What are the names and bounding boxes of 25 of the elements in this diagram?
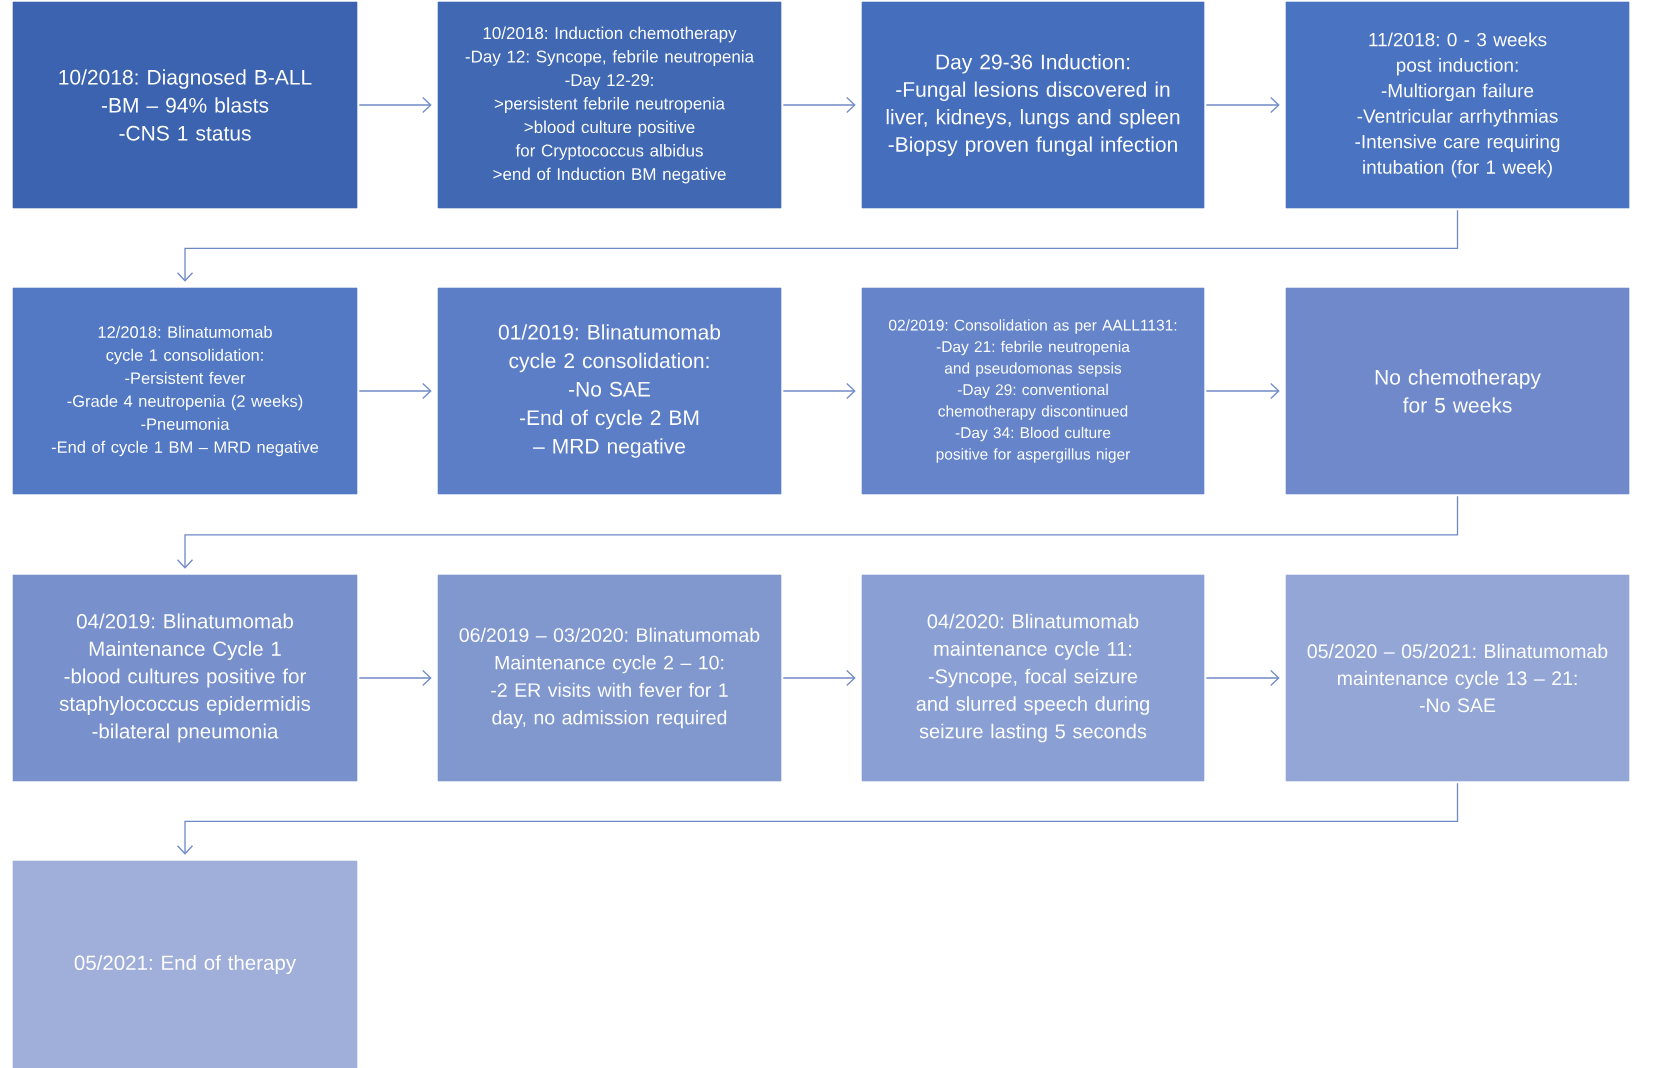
arrow — [358, 382, 432, 400]
arrow — [358, 96, 432, 114]
arrow — [1205, 96, 1280, 114]
arrow — [1205, 669, 1280, 687]
arrow — [1205, 382, 1280, 400]
event-box: 04/2020: Blinatumomab maintenance cycle 11: -Syncope, focal seizure and slurred speech during seizure lasting 5 seconds — [861, 574, 1205, 782]
elbow-arrow — [176, 782, 1459, 855]
event-box: 05/2020 – 05/2021: Blinatumomab maintenance cycle 13 – 21: -No SAE — [1285, 574, 1630, 782]
elbow-arrow — [176, 495, 1459, 569]
event-box: 02/2019: Consolidation as per AALL1131: -Day 21: febrile neutropenia and pseudomonas sepsis -Day 29: conventional chemotherapy discontinued -Day 34: Blood culture positive for aspergillus niger — [861, 287, 1205, 495]
event-box: 04/2019: Blinatumomab Maintenance Cycle 1 -blood cultures positive for staphylococcus epidermidis -bilateral pneumonia — [12, 574, 358, 782]
arrow — [358, 669, 432, 687]
event-box: 11/2018: 0 - 3 weeks post induction: -Multiorgan failure -Ventricular arrhythmias -Intensive care requiring intubation (for 1 week) — [1285, 1, 1630, 209]
arrow — [782, 669, 856, 687]
event-box: 06/2019 – 03/2020: Blinatumomab Maintenance cycle 2 – 10: -2 ER visits with fever for 1 day, no admission required — [437, 574, 782, 782]
elbow-arrow — [176, 209, 1459, 282]
event-box: 01/2019: Blinatumomab cycle 2 consolidation: -No SAE -End of cycle 2 BM – MRD negative — [437, 287, 782, 495]
event-box: 05/2021: End of therapy — [12, 860, 358, 1068]
arrow — [782, 96, 856, 114]
event-box: No chemotherapy for 5 weeks — [1285, 287, 1630, 495]
event-box: 10/2018: Diagnosed B-ALL -BM – 94% blasts -CNS 1 status — [12, 1, 358, 209]
event-box: 10/2018: Induction chemotherapy -Day 12: Syncope, febrile neutropenia -Day 12-29: >persistent febrile neutropenia >blood culture positive for Cryptococcus albidus >end of Induction BM negative — [437, 1, 782, 209]
event-box: Day 29-36 Induction: -Fungal lesions discovered in liver, kidneys, lungs and spleen -Biopsy proven fungal infection — [861, 1, 1205, 209]
event-box: 12/2018: Blinatumomab cycle 1 consolidation: -Persistent fever -Grade 4 neutropenia (2 weeks) -Pneumonia -End of cycle 1 BM – MRD negative — [12, 287, 358, 495]
arrow — [782, 382, 856, 400]
